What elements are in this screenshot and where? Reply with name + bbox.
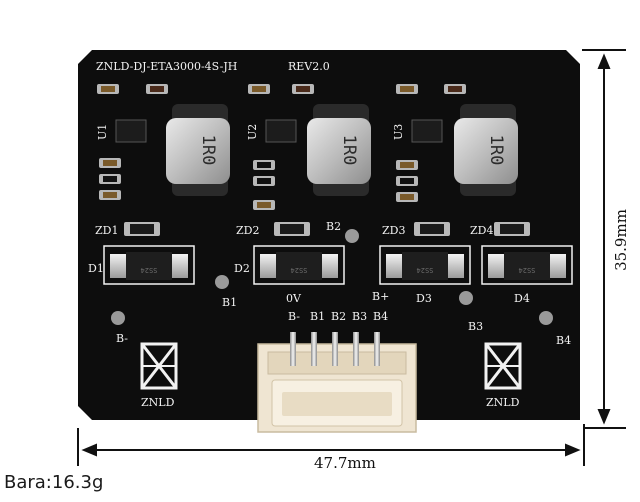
diode-marking-3: SS24: [417, 266, 434, 274]
inductor-3: 1R0: [454, 104, 518, 196]
znld-logo-left-text: ZNLD: [141, 396, 175, 409]
schottky-diode-4: SS24: [481, 245, 573, 285]
diode-label-d2: D2: [234, 262, 250, 275]
pad-label-b1: B1: [222, 296, 237, 309]
zener-label-zd4: ZD4: [470, 224, 493, 237]
regulator-label-u3: U3: [392, 124, 405, 140]
width-dimension-label: 47.7mm: [314, 454, 376, 472]
pad-label-b3: B3: [468, 320, 483, 333]
diode-marking-1: SS24: [141, 266, 158, 274]
test-pads: [111, 229, 553, 325]
inductor-1: 1R0: [166, 104, 230, 196]
pad-label-0v: 0V: [286, 292, 302, 305]
diode-marking-2: SS24: [291, 266, 308, 274]
zener-diodes: [124, 222, 530, 236]
regulator-ics: [115, 119, 443, 143]
connector-pin-label-b-minus: B-: [288, 310, 300, 323]
connector-pin-label-b3: B3: [352, 310, 367, 323]
zener-label-zd1: ZD1: [95, 224, 118, 237]
connector-pin-label-b4: B4: [373, 310, 388, 323]
zener-label-zd3: ZD3: [382, 224, 405, 237]
height-dimension-label: 35.9mm: [612, 209, 630, 271]
regulator-label-u2: U2: [246, 124, 259, 140]
smd-components: [97, 84, 466, 210]
pad-label-b2: B2: [326, 220, 341, 233]
board-revision-label: REV2.0: [288, 60, 330, 73]
znld-logo-left: [140, 342, 178, 390]
pad-label-b4: B4: [556, 334, 571, 347]
connector-pin-label-b2: B2: [331, 310, 346, 323]
diode-label-d4: D4: [514, 292, 530, 305]
connector-pins: [290, 332, 380, 366]
pad-label-b-plus: B+: [372, 290, 389, 303]
width-dimension: [77, 424, 585, 466]
znld-logo-right: [484, 342, 522, 390]
diode-marking-4: SS24: [519, 266, 536, 274]
height-dimension: [582, 49, 626, 429]
connector-pin-label-b1: B1: [310, 310, 325, 323]
balance-connector: [257, 332, 417, 433]
diode-label-d1: D1: [88, 262, 104, 275]
diode-label-d3: D3: [416, 292, 432, 305]
pad-label-b-minus: B-: [116, 332, 128, 345]
znld-logo-right-text: ZNLD: [486, 396, 520, 409]
regulator-label-u1: U1: [96, 124, 109, 140]
schottky-diode-1: SS24: [103, 245, 195, 285]
board-model-label: ZNLD-DJ-ETA3000-4S-JH: [96, 60, 237, 73]
schottky-diode-3: SS24: [379, 245, 471, 285]
inductor-2: 1R0: [307, 104, 371, 196]
schottky-diode-2: SS24: [253, 245, 345, 285]
inductor-marking-3: 1R0: [486, 135, 506, 166]
weight-label: Bara:16.3g: [4, 472, 104, 493]
zener-label-zd2: ZD2: [236, 224, 259, 237]
inductor-marking-1: 1R0: [198, 135, 218, 166]
inductor-marking-2: 1R0: [339, 135, 359, 166]
